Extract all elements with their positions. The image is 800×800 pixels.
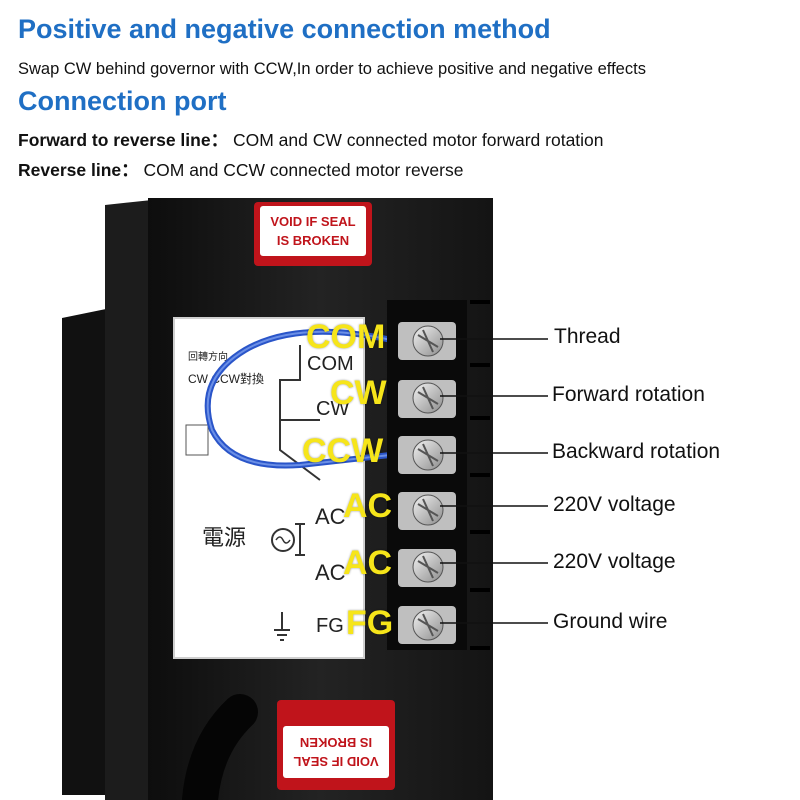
ac-symbol-icon xyxy=(271,528,295,552)
panel-text-cw: CW xyxy=(316,398,349,420)
panel-text-power: 電源 xyxy=(202,525,246,550)
panel-text-fg: FG xyxy=(316,615,344,637)
forward-line-label: Forward to reverse line： xyxy=(18,130,229,150)
title-connection-port: Connection port xyxy=(18,86,227,116)
label-ac1: 220V voltage xyxy=(553,493,676,516)
forward-line-text: COM and CW connected motor forward rotat… xyxy=(232,130,604,150)
panel-text-swap: CW CCW對換 xyxy=(188,372,264,386)
reverse-line-label: Reverse line： xyxy=(18,160,139,180)
terminal-tag-fg: FG xyxy=(346,604,394,642)
label-cw: Forward rotation xyxy=(552,383,705,406)
terminal-tag-ac2: AC xyxy=(343,544,393,582)
panel-text-ac1: AC xyxy=(315,504,346,529)
seal-text-1: VOID IF SEAL xyxy=(270,214,355,229)
terminal-tag-ccw: CCW xyxy=(302,432,384,470)
seal-text-2: IS BROKEN xyxy=(277,233,349,248)
label-ac2: 220V voltage xyxy=(553,550,676,573)
panel-text-com: COM xyxy=(307,353,354,375)
seal-text-4: IS BROKEN xyxy=(300,735,372,750)
terminal-tag-cw: CW xyxy=(330,374,387,412)
ground-symbol-icon xyxy=(274,612,290,641)
reverse-line-row: Reverse line： COM and CCW connected moto… xyxy=(18,157,463,182)
description: Swap CW behind governor with CCW,In orde… xyxy=(18,60,646,78)
terminal-tag-com: COM xyxy=(306,318,386,356)
terminal-tag-ac1: AC xyxy=(343,487,393,525)
label-com: Thread xyxy=(554,325,621,348)
wiring-label-panel xyxy=(173,317,365,659)
panel-text-direction: 回轉方向 xyxy=(188,350,228,363)
reverse-line-text: COM and CCW connected motor reverse xyxy=(143,160,464,180)
title-connection-method: Positive and negative connection method xyxy=(18,14,551,44)
terminal-screws xyxy=(398,322,456,644)
panel-text-ac2: AC xyxy=(315,560,346,585)
power-cable xyxy=(182,694,258,800)
forward-line-row: Forward to reverse line： COM and CW conn… xyxy=(18,127,604,152)
seal-text-3: VOID IF SEAL xyxy=(293,754,378,769)
bottom-seal-label: VOID IF SEAL IS BROKEN xyxy=(277,700,395,790)
label-fg: Ground wire xyxy=(553,610,668,633)
label-ccw: Backward rotation xyxy=(552,440,721,463)
top-seal-label: VOID IF SEAL IS BROKEN xyxy=(254,202,372,266)
